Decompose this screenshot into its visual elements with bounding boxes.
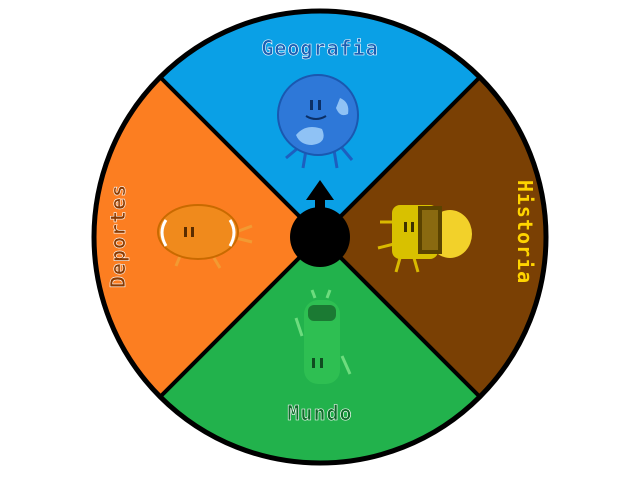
wheel-rim [91, 8, 549, 466]
segment-label-geography: Geografia [261, 36, 378, 60]
segment-label-world: Mundo [287, 401, 352, 425]
segment-label-history: Historia [513, 180, 537, 284]
segment-label-sports: Deportes [106, 184, 130, 288]
spin-pointer[interactable] [290, 180, 350, 267]
football-character-icon [157, 204, 253, 269]
globe-character-icon [277, 74, 359, 169]
test-tube-character-icon [294, 289, 352, 384]
scroll-character-icon [377, 205, 472, 273]
